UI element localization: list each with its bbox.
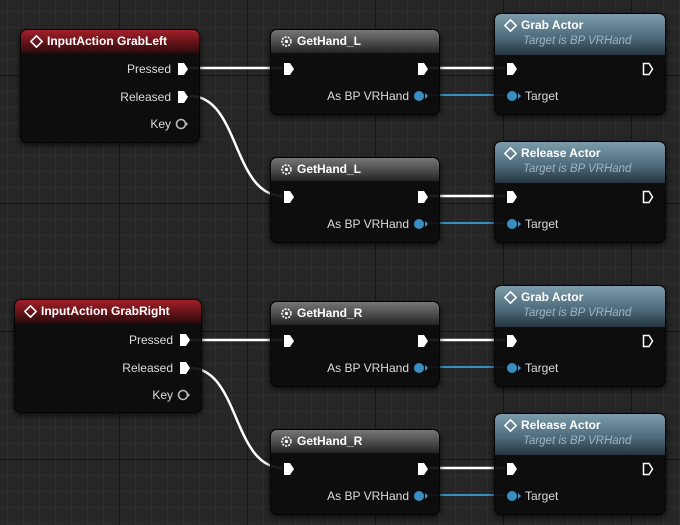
gethand-r-node[interactable]: GetHand_R As BP VRHand xyxy=(270,429,440,515)
input-action-grableft-node[interactable]: InputAction GrabLeft Pressed Released Ke… xyxy=(20,29,200,143)
exec-in-pin[interactable] xyxy=(506,462,518,476)
node-header: Grab Actor Target is BP VRHand xyxy=(495,286,665,327)
target-label: Target xyxy=(525,489,559,503)
key-pin[interactable] xyxy=(175,117,189,131)
exec-in-pin[interactable] xyxy=(283,334,295,348)
node-header: GetHand_L xyxy=(271,158,439,181)
output-label: As BP VRHand xyxy=(327,89,409,103)
node-header: GetHand_R xyxy=(271,302,439,325)
gear-icon xyxy=(281,164,292,175)
released-exec-pin[interactable] xyxy=(179,361,191,375)
node-header: GetHand_L xyxy=(271,30,439,53)
pressed-label: Pressed xyxy=(126,62,171,76)
node-subtitle: Target is BP VRHand xyxy=(523,163,632,175)
target-label: Target xyxy=(525,217,559,231)
object-out-pin[interactable] xyxy=(413,362,429,374)
node-title: GetHand_L xyxy=(297,162,362,176)
release-actor-node[interactable]: Release Actor Target is BP VRHand Target xyxy=(494,413,666,515)
node-header: GetHand_R xyxy=(271,430,439,453)
exec-in-pin[interactable] xyxy=(283,190,295,204)
exec-out-pin[interactable] xyxy=(642,462,654,476)
exec-in-pin[interactable] xyxy=(283,462,295,476)
function-diamond-icon xyxy=(504,419,517,432)
node-title: GetHand_R xyxy=(297,306,363,320)
exec-in-pin[interactable] xyxy=(283,62,295,76)
output-label: As BP VRHand xyxy=(327,361,409,375)
node-title: GetHand_R xyxy=(297,434,363,448)
input-action-grabright-node[interactable]: InputAction GrabRight Pressed Released K… xyxy=(14,299,202,413)
key-label: Key xyxy=(152,388,173,402)
node-header: Grab Actor Target is BP VRHand xyxy=(495,14,665,55)
output-label: As BP VRHand xyxy=(327,217,409,231)
exec-wire xyxy=(189,366,284,470)
key-label: Key xyxy=(150,117,171,131)
exec-out-pin[interactable] xyxy=(642,190,654,204)
released-label: Released xyxy=(120,90,171,104)
exec-out-pin[interactable] xyxy=(417,62,429,76)
node-header: Release Actor Target is BP VRHand xyxy=(495,414,665,455)
pressed-exec-pin[interactable] xyxy=(179,333,191,347)
exec-in-pin[interactable] xyxy=(506,190,518,204)
node-subtitle: Target is BP VRHand xyxy=(523,435,632,447)
target-pin[interactable] xyxy=(506,490,522,502)
function-diamond-icon xyxy=(504,147,517,160)
released-label: Released xyxy=(122,361,173,375)
target-label: Target xyxy=(525,361,559,375)
diamond-icon xyxy=(30,35,43,48)
node-subtitle: Target is BP VRHand xyxy=(523,35,632,47)
grab-actor-node[interactable]: Grab Actor Target is BP VRHand Target xyxy=(494,13,666,115)
target-pin[interactable] xyxy=(506,218,522,230)
node-title: Release Actor xyxy=(521,418,601,432)
function-diamond-icon xyxy=(504,19,517,32)
grab-actor-node[interactable]: Grab Actor Target is BP VRHand Target xyxy=(494,285,666,387)
target-pin[interactable] xyxy=(506,90,522,102)
exec-out-pin[interactable] xyxy=(642,334,654,348)
node-title: GetHand_L xyxy=(297,34,362,48)
node-title: Grab Actor xyxy=(521,290,584,304)
target-label: Target xyxy=(525,89,559,103)
target-pin[interactable] xyxy=(506,362,522,374)
diamond-icon xyxy=(24,305,37,318)
key-pin[interactable] xyxy=(177,388,191,402)
gear-icon xyxy=(281,436,292,447)
node-header: Release Actor Target is BP VRHand xyxy=(495,142,665,183)
node-header: InputAction GrabLeft xyxy=(21,30,199,53)
gethand-r-node[interactable]: GetHand_R As BP VRHand xyxy=(270,301,440,387)
node-title: InputAction GrabLeft xyxy=(47,34,167,48)
node-subtitle: Target is BP VRHand xyxy=(523,307,632,319)
node-header: InputAction GrabRight xyxy=(15,300,201,323)
node-title: Release Actor xyxy=(521,146,601,160)
gethand-l-node[interactable]: GetHand_L As BP VRHand xyxy=(270,29,440,115)
object-out-pin[interactable] xyxy=(413,90,429,102)
exec-out-pin[interactable] xyxy=(642,62,654,76)
released-exec-pin[interactable] xyxy=(177,90,189,104)
exec-in-pin[interactable] xyxy=(506,334,518,348)
output-label: As BP VRHand xyxy=(327,489,409,503)
object-out-pin[interactable] xyxy=(413,490,429,502)
exec-in-pin[interactable] xyxy=(506,62,518,76)
exec-wire xyxy=(189,94,284,198)
function-diamond-icon xyxy=(504,291,517,304)
release-actor-node[interactable]: Release Actor Target is BP VRHand Target xyxy=(494,141,666,243)
gethand-l-node[interactable]: GetHand_L As BP VRHand xyxy=(270,157,440,243)
exec-out-pin[interactable] xyxy=(417,190,429,204)
node-title: InputAction GrabRight xyxy=(41,304,170,318)
gear-icon xyxy=(281,36,292,47)
pressed-label: Pressed xyxy=(128,333,173,347)
object-out-pin[interactable] xyxy=(413,218,429,230)
gear-icon xyxy=(281,308,292,319)
exec-out-pin[interactable] xyxy=(417,462,429,476)
pressed-exec-pin[interactable] xyxy=(177,62,189,76)
exec-out-pin[interactable] xyxy=(417,334,429,348)
node-title: Grab Actor xyxy=(521,18,584,32)
